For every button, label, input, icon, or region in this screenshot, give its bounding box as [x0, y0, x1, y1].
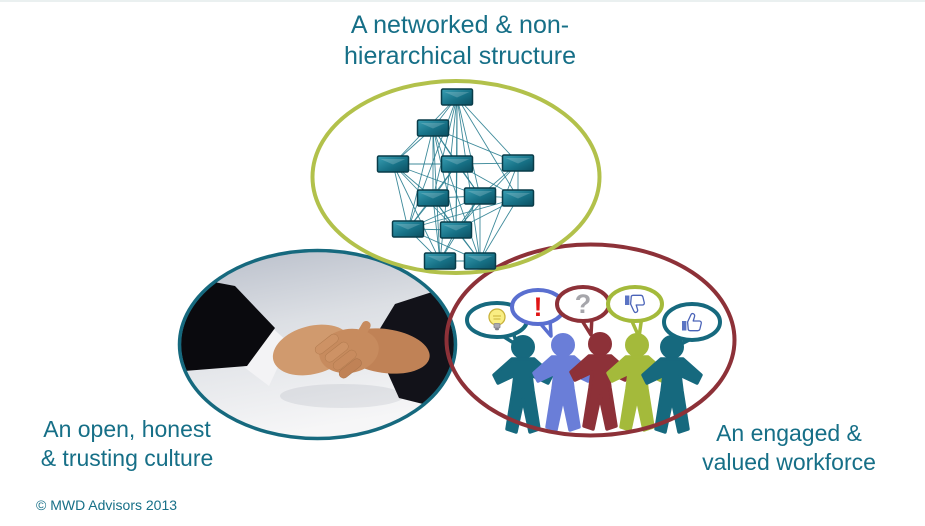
- speech-bubbles: !?: [465, 285, 722, 350]
- clasped-hands: [272, 320, 430, 379]
- network-ellipse-ring: [310, 79, 602, 275]
- culture-label-line2: & trusting culture: [40, 444, 214, 471]
- workforce-label: An engaged & valued workforce: [680, 419, 898, 477]
- network-node: [416, 119, 450, 137]
- diagram-title: A networked & non- hierarchical structur…: [250, 10, 670, 73]
- people-figures: [492, 331, 703, 434]
- culture-ellipse-ring: [177, 248, 458, 441]
- network-node: [463, 187, 497, 205]
- culture-ellipse: [177, 248, 458, 441]
- workforce-ellipse-ring: [444, 242, 737, 438]
- network-node: [439, 221, 473, 239]
- workforce-label-line1: An engaged &: [716, 420, 862, 446]
- question-icon: ?: [575, 289, 592, 319]
- network-node: [376, 155, 410, 173]
- exclamation-icon: !: [534, 292, 543, 322]
- workforce-ellipse: !?: [444, 242, 737, 438]
- network-node: [501, 189, 535, 207]
- network-ellipse: [310, 79, 602, 275]
- network-graph: [376, 88, 535, 270]
- network-node: [416, 189, 450, 207]
- network-node: [463, 252, 497, 270]
- thumbs-down-bubble: [606, 285, 664, 339]
- title-line2: hierarchical structure: [343, 42, 577, 71]
- network-node: [501, 154, 535, 172]
- culture-label-line1: An open, honest: [43, 416, 211, 442]
- title-line1: A networked & non-: [350, 11, 570, 39]
- handshake-photo: [181, 252, 454, 437]
- hand-shadow: [280, 384, 404, 408]
- question-bubble: ?: [555, 285, 611, 337]
- workforce-label-line2: valued workforce: [702, 448, 876, 475]
- copyright-notice: © MWD Advisors 2013: [36, 497, 178, 513]
- network-node: [423, 252, 457, 270]
- exclamation-bubble: !: [510, 288, 566, 338]
- network-node: [391, 220, 425, 238]
- person-figure: [569, 331, 631, 431]
- network-node: [440, 88, 474, 106]
- network-node: [440, 155, 474, 173]
- culture-label: An open, honest & trusting culture: [18, 415, 236, 473]
